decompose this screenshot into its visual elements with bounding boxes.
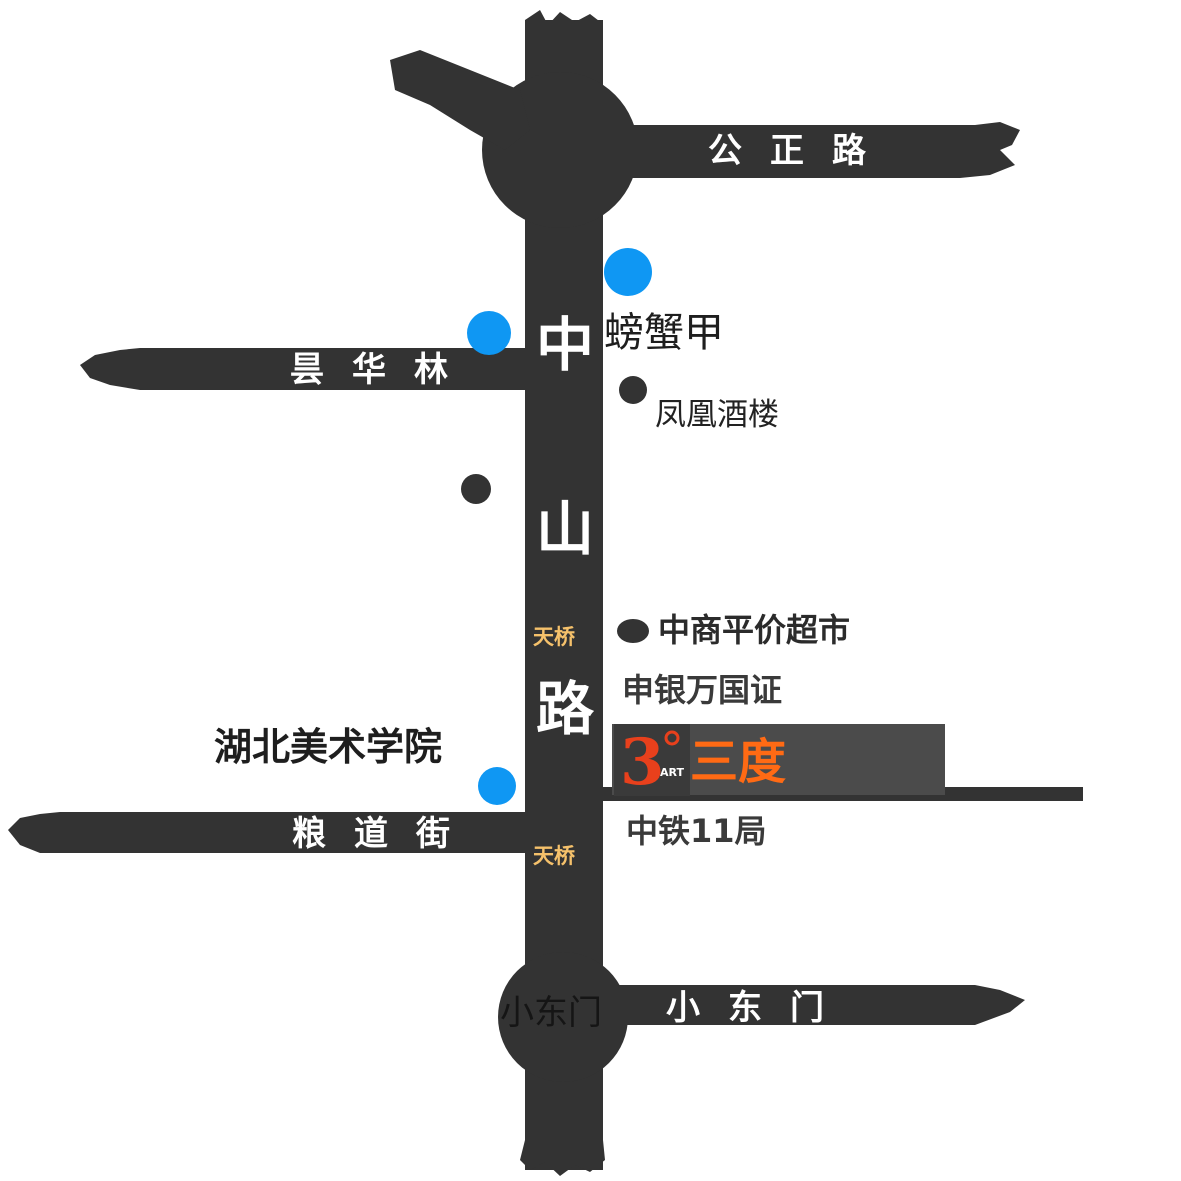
fenghuang-label: 凤凰酒楼 <box>655 397 779 433</box>
brush-stroke-top <box>390 50 530 150</box>
zhongshang-label: 中商平价超市 <box>658 611 851 649</box>
bridge-upper-label: 天桥 <box>533 625 575 649</box>
gongzheng-road <box>600 122 1020 178</box>
hubei-art-label: 湖北美术学院 <box>214 725 443 769</box>
liangdao-road <box>8 812 525 853</box>
sandu-logo-icon: 3 ART <box>614 724 690 796</box>
xiaodongmen-circle-label: 小东门 <box>500 993 602 1033</box>
zhongtie-label: 中铁11局 <box>626 812 767 850</box>
sandu-label: 三度 <box>690 734 787 790</box>
blue-dot-icon[interactable] <box>604 248 652 296</box>
ink-dot-icon <box>619 376 647 404</box>
minghualin-label: 昙华林 <box>290 350 476 390</box>
liangdao-label: 粮道街 <box>292 814 478 854</box>
zhongshan-char-3: 路 <box>535 675 594 743</box>
xiaodongmen-road <box>603 985 1025 1025</box>
sandu-logo-numeral: 3 <box>620 725 665 796</box>
blue-dot-icon[interactable] <box>467 311 511 355</box>
roundabout-bottom <box>498 952 628 1082</box>
gongzheng-label: 公正路 <box>708 131 894 171</box>
sandu-logo-art: ART <box>660 766 684 779</box>
zhongshan-char-1: 中 <box>535 311 594 379</box>
pangxiejia-label: 螃蟹甲 <box>604 310 724 356</box>
ink-dot-icon <box>461 474 491 504</box>
zhongshan-char-2: 山 <box>535 495 594 563</box>
ink-dot-icon <box>617 619 649 643</box>
shenyin-label: 申银万国证 <box>622 671 783 709</box>
blue-dot-icon[interactable] <box>478 767 516 805</box>
bridge-lower-label: 天桥 <box>533 844 575 868</box>
xiaodongmen-label: 小东门 <box>666 988 852 1028</box>
minghualin-road <box>80 348 525 390</box>
